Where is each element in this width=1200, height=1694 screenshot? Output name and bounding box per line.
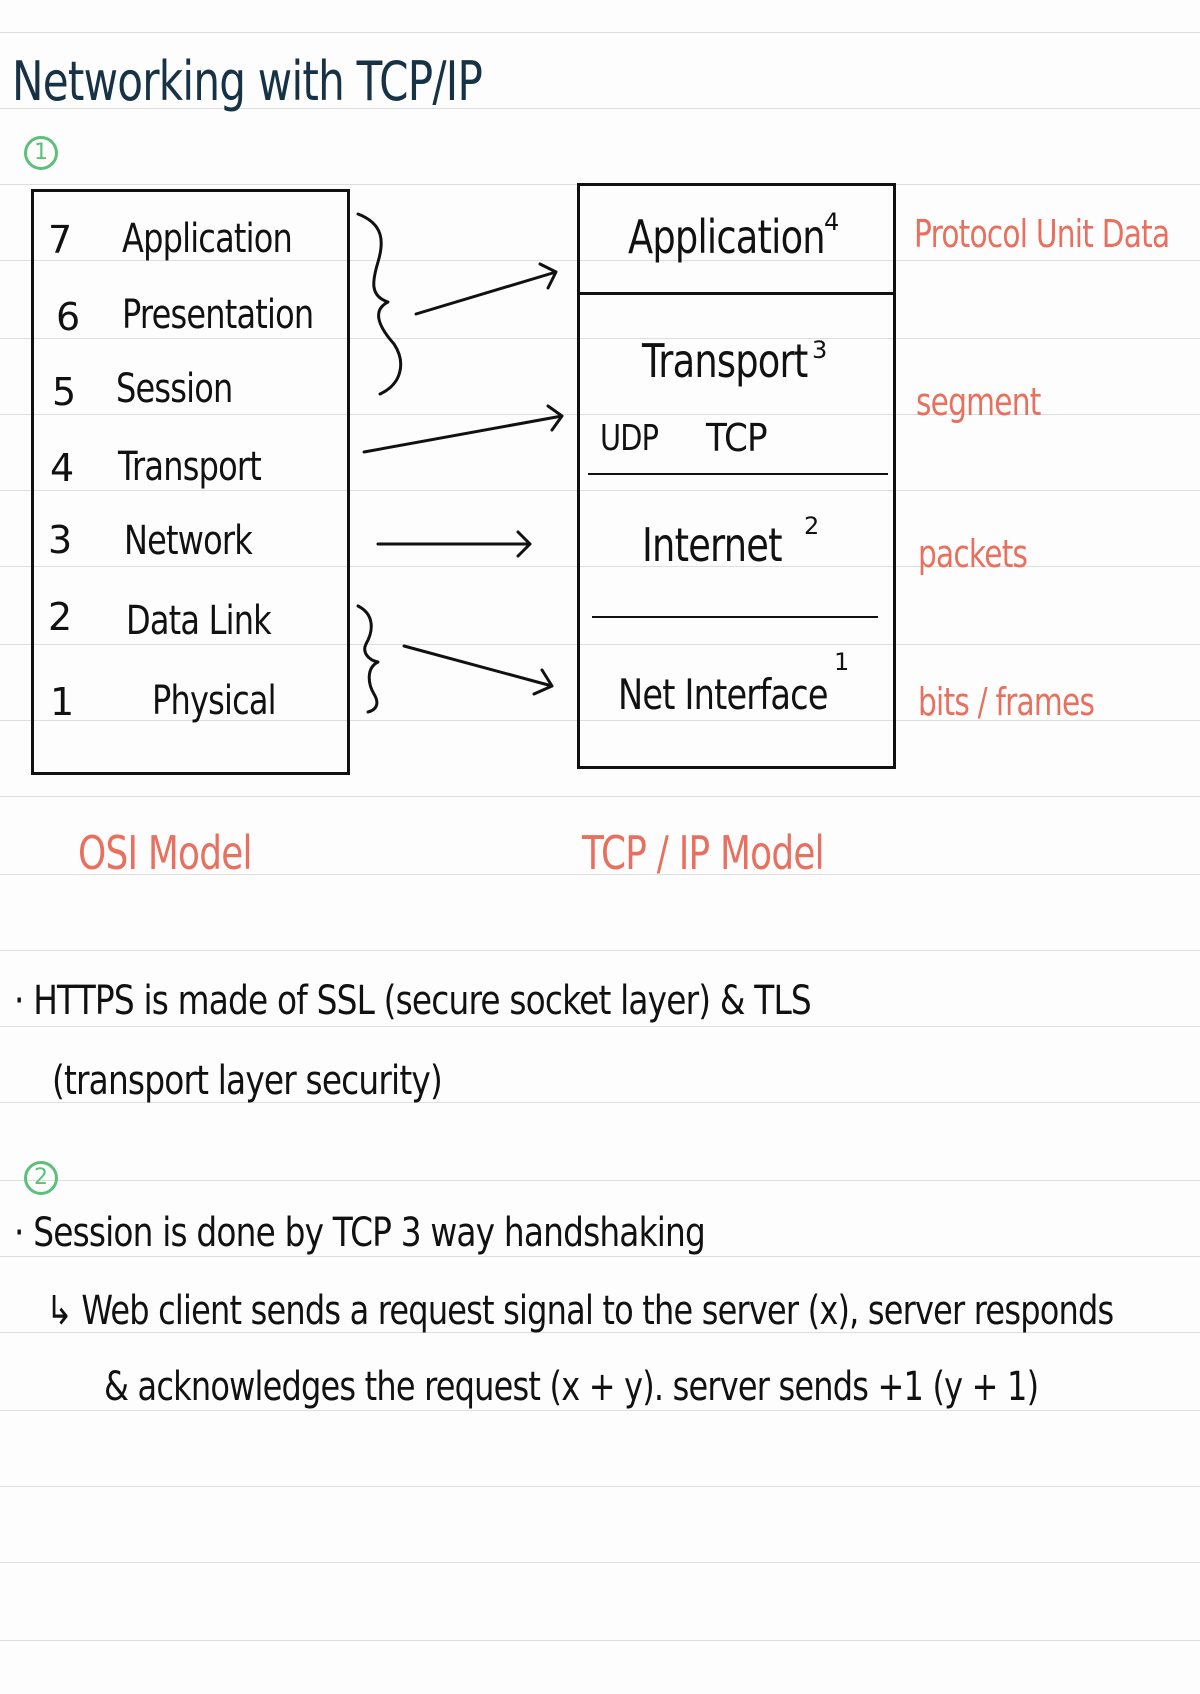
osi-upper-brace <box>356 212 403 396</box>
notebook-rule <box>0 1256 1200 1257</box>
notebook-rule <box>0 1102 1200 1103</box>
osi-layer-name: Data Link <box>126 598 272 644</box>
notebook-rule <box>0 1332 1200 1333</box>
tcpip-layer-name: Internet <box>642 518 783 572</box>
notebook-rule <box>0 32 1200 33</box>
notebook-rule <box>0 566 1200 567</box>
tcpip-layer-number: 1 <box>834 648 849 676</box>
pdu-item: packets <box>918 532 1028 576</box>
osi-layer-number: 4 <box>50 446 74 490</box>
pdu-heading: Protocol Unit Data <box>914 212 1170 256</box>
notebook-rule <box>0 260 1200 261</box>
notebook-rule <box>0 338 1200 339</box>
notebook-rule <box>0 490 1200 491</box>
notebook-rule <box>0 1026 1200 1027</box>
session-note: · Session is done by TCP 3 way handshaki… <box>14 1210 706 1256</box>
tcpip-divider <box>588 473 888 475</box>
notebook-rule <box>0 1562 1200 1563</box>
notebook-rule <box>0 1640 1200 1641</box>
osi-layer-name: Session <box>116 366 233 412</box>
osi-layer-number: 1 <box>50 680 74 724</box>
osi-layer-name: Physical <box>152 678 277 724</box>
tcpip-layer-number: 3 <box>812 336 827 364</box>
datalink-arrow <box>402 644 554 696</box>
tcpip-model-caption: TCP / IP Model <box>582 826 825 880</box>
osi-layer-number: 7 <box>48 218 72 262</box>
tcpip-divider <box>592 616 878 618</box>
osi-lower-brace <box>356 604 380 714</box>
notebook-rule <box>0 796 1200 797</box>
notebook-rule <box>0 720 1200 721</box>
notebook-rule <box>0 108 1200 109</box>
section-2-marker: 2 <box>24 1161 58 1195</box>
notebook-rule <box>0 644 1200 645</box>
osi-layer-name: Network <box>124 518 253 564</box>
notebook-rule <box>0 874 1200 875</box>
https-note-line1: · HTTPS is made of SSL (secure socket la… <box>14 978 812 1024</box>
osi-layer-number: 3 <box>48 518 72 562</box>
tcpip-divider <box>580 292 893 295</box>
https-note-line2: (transport layer security) <box>52 1058 443 1104</box>
application-arrow <box>414 262 558 316</box>
tcpip-layer-number: 2 <box>804 512 819 540</box>
notebook-rule <box>0 414 1200 415</box>
notebook-rule <box>0 950 1200 951</box>
tcpip-layer-name: Transport <box>642 334 808 388</box>
page-title: Networking with TCP/IP <box>12 50 483 113</box>
udp-label: UDP <box>600 418 659 459</box>
pdu-item: segment <box>916 380 1041 424</box>
osi-layer-number: 5 <box>52 370 76 414</box>
tcpip-layer-name: Application <box>628 210 826 264</box>
transport-arrow <box>362 404 564 454</box>
tcpip-model-box <box>577 183 896 769</box>
tcp-label: TCP <box>706 416 768 460</box>
section-1-marker: 1 <box>24 136 58 170</box>
tcpip-layer-name: Net Interface <box>618 670 829 719</box>
pdu-item: bits / frames <box>918 680 1095 724</box>
notebook-rule <box>0 1180 1200 1181</box>
osi-layer-name: Presentation <box>122 292 314 338</box>
osi-layer-number: 6 <box>56 295 80 339</box>
osi-layer-name: Transport <box>118 444 262 490</box>
tcpip-layer-number: 4 <box>824 208 839 236</box>
notebook-rule <box>0 1486 1200 1487</box>
osi-layer-number: 2 <box>48 595 72 639</box>
osi-model-box <box>31 189 350 775</box>
osi-model-caption: OSI Model <box>78 826 252 880</box>
handshake-note-line1: ↳ Web client sends a request signal to t… <box>46 1288 1114 1334</box>
notebook-rule <box>0 1410 1200 1411</box>
osi-layer-name: Application <box>122 216 293 262</box>
network-arrow <box>376 530 532 558</box>
handshake-note-line2: & acknowledges the request (x + y). serv… <box>104 1364 1039 1410</box>
